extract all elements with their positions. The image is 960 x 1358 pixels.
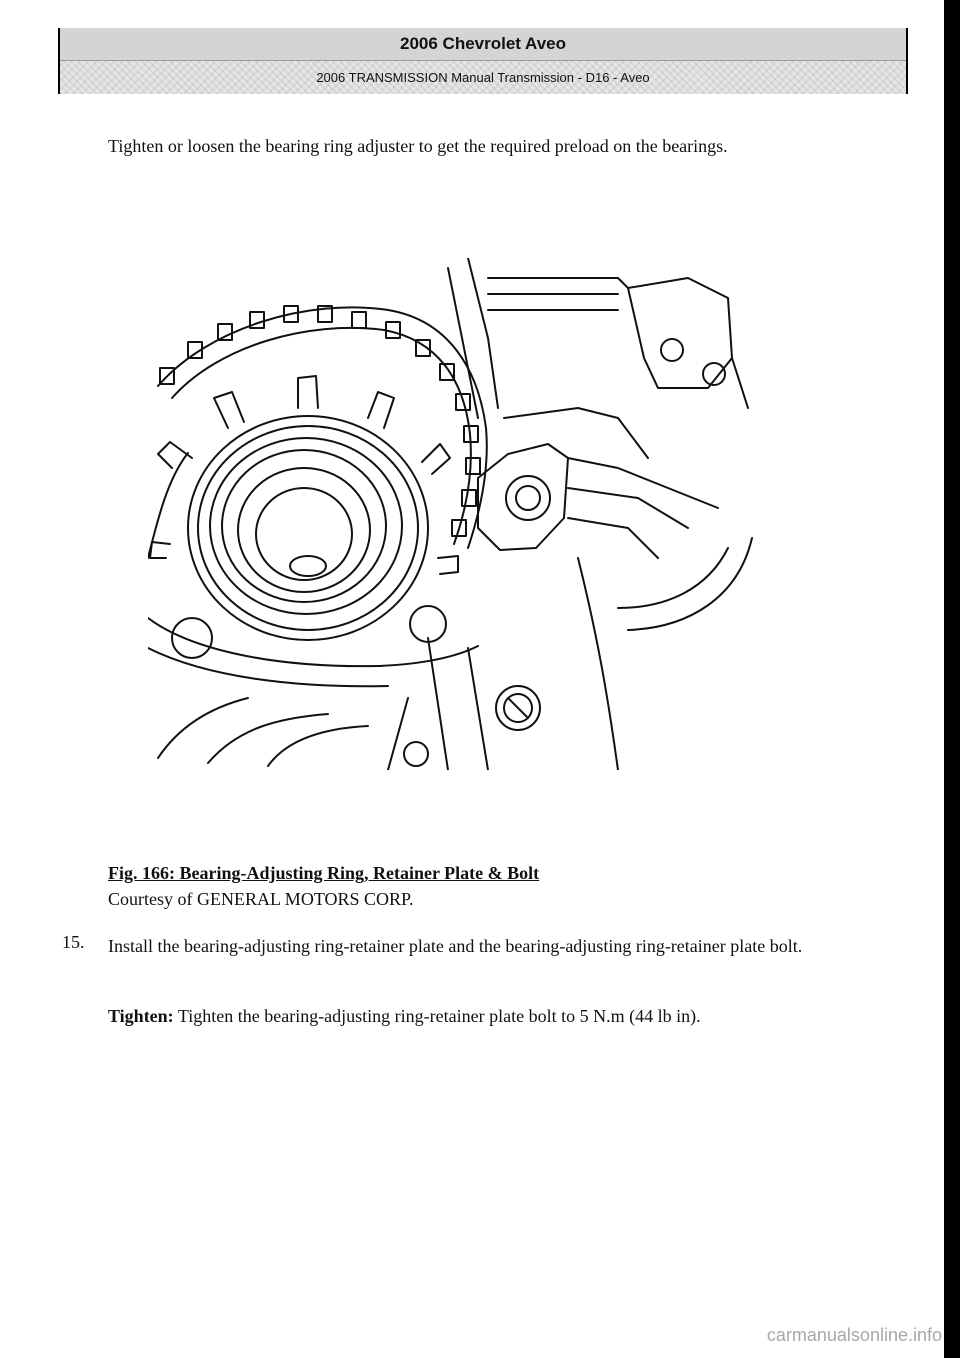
document-header: 2006 Chevrolet Aveo 2006 TRANSMISSION Ma… [58,28,908,94]
tighten-instruction: Tighten: Tighten the bearing-adjusting r… [108,1006,701,1027]
figure-caption: Fig. 166: Bearing-Adjusting Ring, Retain… [108,860,539,912]
figure-courtesy: Courtesy of GENERAL MOTORS CORP. [108,889,414,909]
step-number: 15. [62,932,85,952]
page-edge [944,0,960,1358]
tighten-label: Tighten: [108,1006,174,1026]
step-text: Install the bearing-adjusting ring-retai… [108,936,803,956]
figure-title: Fig. 166: Bearing-Adjusting Ring, Retain… [108,863,540,883]
intro-paragraph: Tighten or loosen the bearing ring adjus… [108,136,728,156]
header-title: 2006 Chevrolet Aveo [60,28,906,61]
figure-illustration [148,258,758,770]
header-subtitle: 2006 TRANSMISSION Manual Transmission - … [60,61,906,94]
tighten-text: Tighten the bearing-adjusting ring-retai… [177,1006,701,1026]
watermark: carmanualsonline.info [766,1325,942,1345]
